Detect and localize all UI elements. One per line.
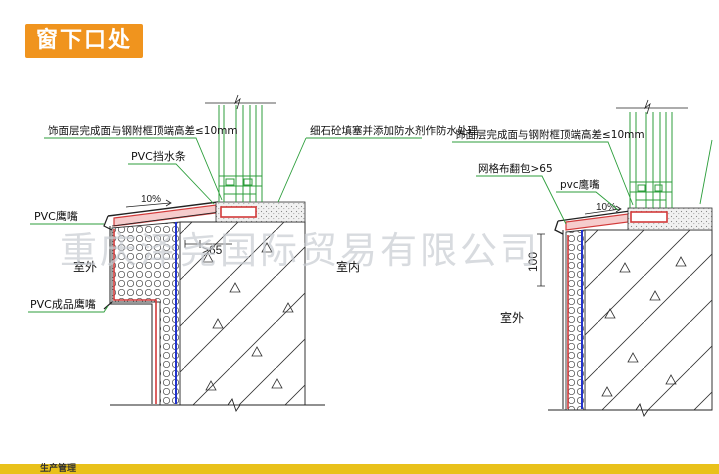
right-label-level-diff: 饰面层完成面与钢附框顶端高差≤10mm bbox=[455, 128, 645, 141]
right-label-mesh: 网格布翻包>65 bbox=[478, 162, 553, 175]
right-dimension-line bbox=[537, 233, 545, 287]
left-dimension-line bbox=[184, 240, 232, 248]
right-label-pvc-drip: pvc鹰嘴 bbox=[560, 178, 600, 191]
left-slope-text: 10% bbox=[141, 194, 161, 205]
right-label-outdoor: 室外 bbox=[500, 310, 524, 325]
right-detail: 100 10% 饰面层完成面与钢附框顶端高差≤10mm 网格布翻包>65 pvc… bbox=[452, 99, 713, 418]
left-leader-lines bbox=[28, 137, 422, 313]
left-steel-subframe bbox=[220, 206, 257, 218]
left-dim-text: >65 bbox=[202, 243, 223, 257]
right-steel-subframe bbox=[630, 211, 668, 223]
left-window-frame bbox=[218, 105, 263, 202]
page-title: 窗下口处 bbox=[25, 24, 144, 58]
right-leader-lines bbox=[452, 139, 713, 225]
left-label-pvc-strip: PVC挡水条 bbox=[131, 149, 186, 163]
bottom-section-title: 生产管理 bbox=[40, 464, 77, 474]
left-label-indoor: 室内 bbox=[336, 259, 360, 274]
left-label-pvc-drip: PVC鹰嘴 bbox=[34, 209, 78, 223]
bottom-bar bbox=[0, 464, 719, 474]
right-dim-text: 100 bbox=[526, 252, 540, 272]
right-pvc-drip bbox=[554, 210, 631, 235]
left-label-fill: 细石砼填塞并添加防水剂作防水处理 bbox=[310, 124, 478, 137]
left-pvc-strip-line bbox=[107, 201, 219, 217]
right-concrete-wall bbox=[584, 229, 713, 411]
left-aggregate-marks bbox=[202, 242, 294, 391]
left-label-level-diff: 饰面层完成面与钢附框顶端高差≤10mm bbox=[48, 124, 238, 137]
right-sill-block bbox=[565, 213, 629, 231]
left-pvc-drip bbox=[103, 215, 113, 231]
left-detail: >65 10% 饰面层完成面与钢附框顶端高差≤10mm 细石砼填塞并添加防水剂作… bbox=[28, 94, 478, 413]
right-window-frame bbox=[629, 112, 673, 208]
right-aggregate-marks bbox=[601, 256, 687, 397]
watermark: 重庆泽尧国际贸易有限公司 bbox=[60, 229, 540, 272]
left-label-outdoor: 室外 bbox=[73, 259, 97, 274]
left-label-pvc-finished-drip: PVC成品鹰嘴 bbox=[30, 297, 96, 311]
right-slope-text: 10% bbox=[596, 202, 616, 213]
left-red-layer bbox=[113, 229, 157, 404]
